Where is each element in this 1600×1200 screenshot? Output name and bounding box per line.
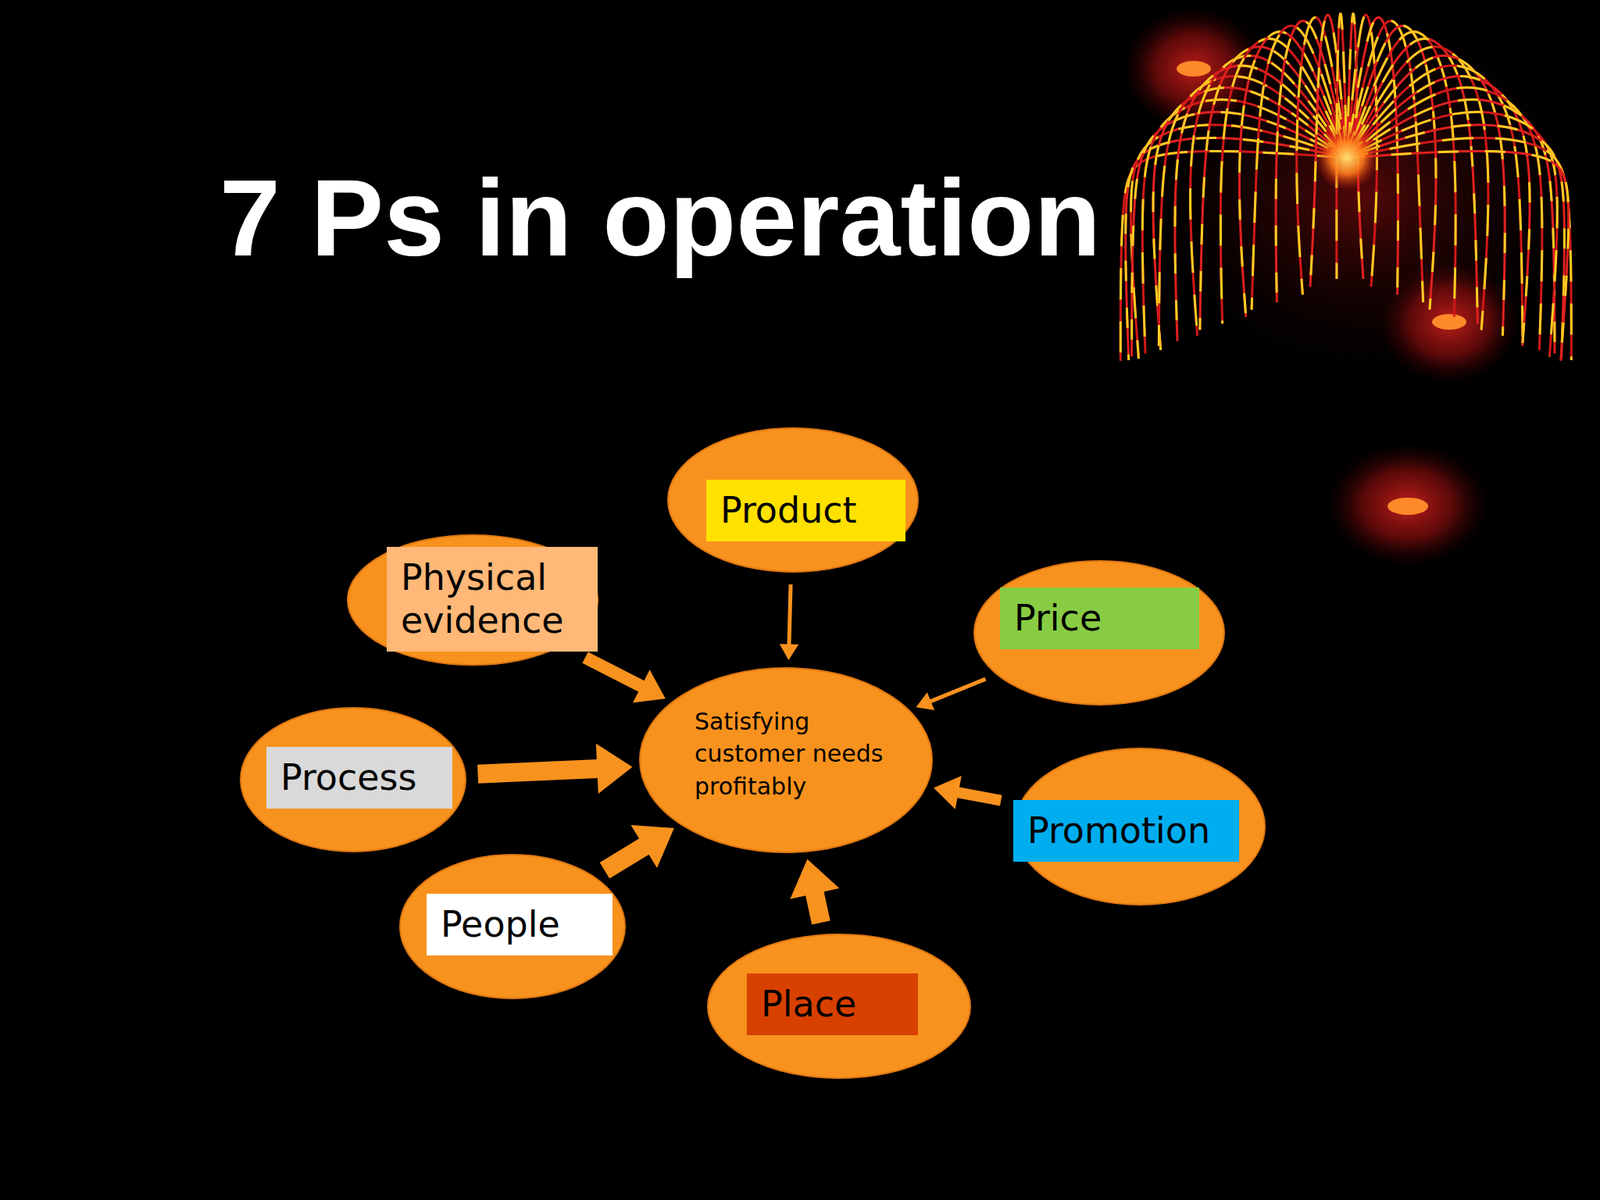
slide-title: 7 Ps in operation xyxy=(219,163,1101,273)
element-name: People xyxy=(440,903,599,947)
arrow-shaft xyxy=(789,584,791,647)
label-box: Price xyxy=(1000,587,1200,650)
arrow-head xyxy=(632,669,666,703)
mix-element-ellipse: Physical evidence xyxy=(346,533,600,667)
firework-spark xyxy=(1346,99,1555,354)
label-box: People xyxy=(426,893,613,956)
firework-strand xyxy=(1346,151,1569,361)
arrow-head xyxy=(789,859,840,900)
mix-element-ellipse: Process xyxy=(239,706,468,854)
arrow-head xyxy=(915,692,935,711)
arrow-head xyxy=(596,743,633,794)
block-arrow xyxy=(604,825,675,871)
firework-strand xyxy=(1346,99,1555,354)
firework-spark xyxy=(1346,46,1489,330)
firework-spark xyxy=(1346,138,1572,361)
arrow-head xyxy=(933,775,962,810)
glow-spark xyxy=(1432,314,1467,330)
firework-strand xyxy=(1346,46,1489,330)
arrow-head xyxy=(779,643,799,661)
firework-strands xyxy=(1120,13,1572,361)
ellipse-shape xyxy=(347,535,598,665)
label-box: Physical evidence xyxy=(386,546,598,652)
arrow-shaft xyxy=(929,678,986,702)
element-name: Product xyxy=(720,489,892,533)
arrow-shaft xyxy=(956,792,1002,801)
glow-blob xyxy=(1325,442,1490,568)
block-arrow xyxy=(478,743,633,794)
goal-ellipse: Satisfying customer needs profitably xyxy=(638,666,934,854)
ellipse-shape xyxy=(707,934,971,1079)
mix-element-ellipse: Price xyxy=(972,559,1226,707)
mix-element-ellipse: Place xyxy=(706,932,972,1080)
element-name: Promotion xyxy=(1027,809,1225,853)
firework-strand xyxy=(1346,87,1543,350)
arrow-shaft xyxy=(814,889,822,923)
block-arrow xyxy=(585,657,666,704)
mix-element-ellipse: People xyxy=(398,853,627,1000)
ellipse-shape xyxy=(400,854,625,999)
firework-spark xyxy=(1346,87,1543,350)
block-arrow xyxy=(779,584,799,661)
goal-text: Satisfying customer needs profitably xyxy=(694,705,918,803)
block-arrow xyxy=(933,775,1001,810)
block-arrow xyxy=(789,859,840,923)
ellipse-shape xyxy=(639,667,933,853)
arrow-shaft xyxy=(585,657,644,688)
firework-spark xyxy=(1346,111,1558,357)
firework-strand xyxy=(1346,138,1572,361)
firework-strand xyxy=(1346,111,1558,357)
element-name: Physical evidence xyxy=(400,556,584,643)
label-box: Promotion xyxy=(1013,800,1240,862)
mix-element-ellipse: Promotion xyxy=(1013,746,1267,907)
arrow-shaft xyxy=(604,844,647,871)
firework-core xyxy=(1314,125,1380,191)
label-box: Process xyxy=(266,746,453,809)
glow-spark xyxy=(1387,497,1429,515)
element-name: Price xyxy=(1014,596,1186,640)
ellipse-shape xyxy=(240,707,466,852)
label-box: Place xyxy=(746,973,918,1036)
arrow-head xyxy=(631,825,675,868)
glow-blob xyxy=(1377,259,1522,385)
arrow-shaft xyxy=(478,768,601,775)
element-name: Process xyxy=(280,756,439,800)
firework-spark xyxy=(1346,151,1569,361)
glow-spark xyxy=(1176,60,1211,77)
ellipse-shape xyxy=(667,428,918,572)
mix-element-ellipse: Product xyxy=(666,426,920,574)
block-arrow xyxy=(915,678,986,711)
goal-text-block: Satisfying customer needs profitably xyxy=(694,705,918,803)
ellipse-shape xyxy=(974,560,1225,705)
label-box: Product xyxy=(706,479,906,542)
element-name: Place xyxy=(760,982,904,1026)
